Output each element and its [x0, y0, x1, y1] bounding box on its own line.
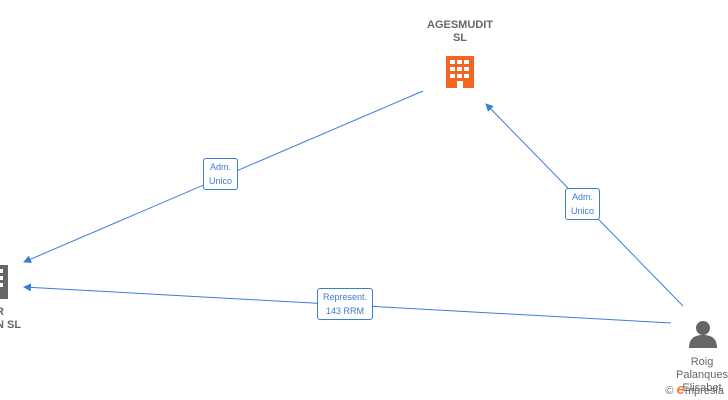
person-name-line2: Palanques — [676, 369, 728, 381]
person-icon[interactable] — [689, 321, 717, 348]
edge-label-adm-unico-top-left[interactable]: Adm. Unico — [203, 158, 239, 190]
edge-label-line1: Adm. — [210, 162, 232, 172]
copyright-symbol: © — [665, 385, 674, 397]
building-icon[interactable] — [446, 56, 474, 88]
edge-label-line2: Unico — [209, 176, 233, 186]
person-name-line1: Roig — [690, 356, 714, 368]
person-name-line3: Elisabet — [682, 382, 722, 394]
person-label[interactable]: Roig Palanques Elisabet — [660, 356, 728, 395]
empresia-logo-letter: e — [676, 381, 685, 398]
empresia-watermark: © empresia — [665, 381, 724, 398]
company-top-name-line2: SL — [452, 32, 468, 44]
empresia-logo-text: mpresia — [684, 385, 724, 397]
edge-label-line1: Represent. — [323, 292, 368, 302]
company-left-label[interactable]: R N SL — [0, 306, 32, 332]
company-top-name-line1: AGESMUDIT — [427, 19, 493, 31]
company-left-name-line2: N SL — [0, 319, 22, 331]
building-icon[interactable] — [0, 265, 8, 299]
edge-label-adm-unico-person-top[interactable]: Adm. Unico — [565, 188, 601, 220]
edge-label-line1: Adm. — [572, 192, 594, 202]
edge-label-line2: 143 RRM — [326, 306, 365, 316]
edge-label-represent[interactable]: Represent. 143 RRM — [317, 288, 374, 320]
edge-label-line2: Unico — [571, 206, 595, 216]
company-top-label[interactable]: AGESMUDIT SL — [400, 19, 520, 45]
company-left-name-line1: R — [0, 306, 32, 319]
